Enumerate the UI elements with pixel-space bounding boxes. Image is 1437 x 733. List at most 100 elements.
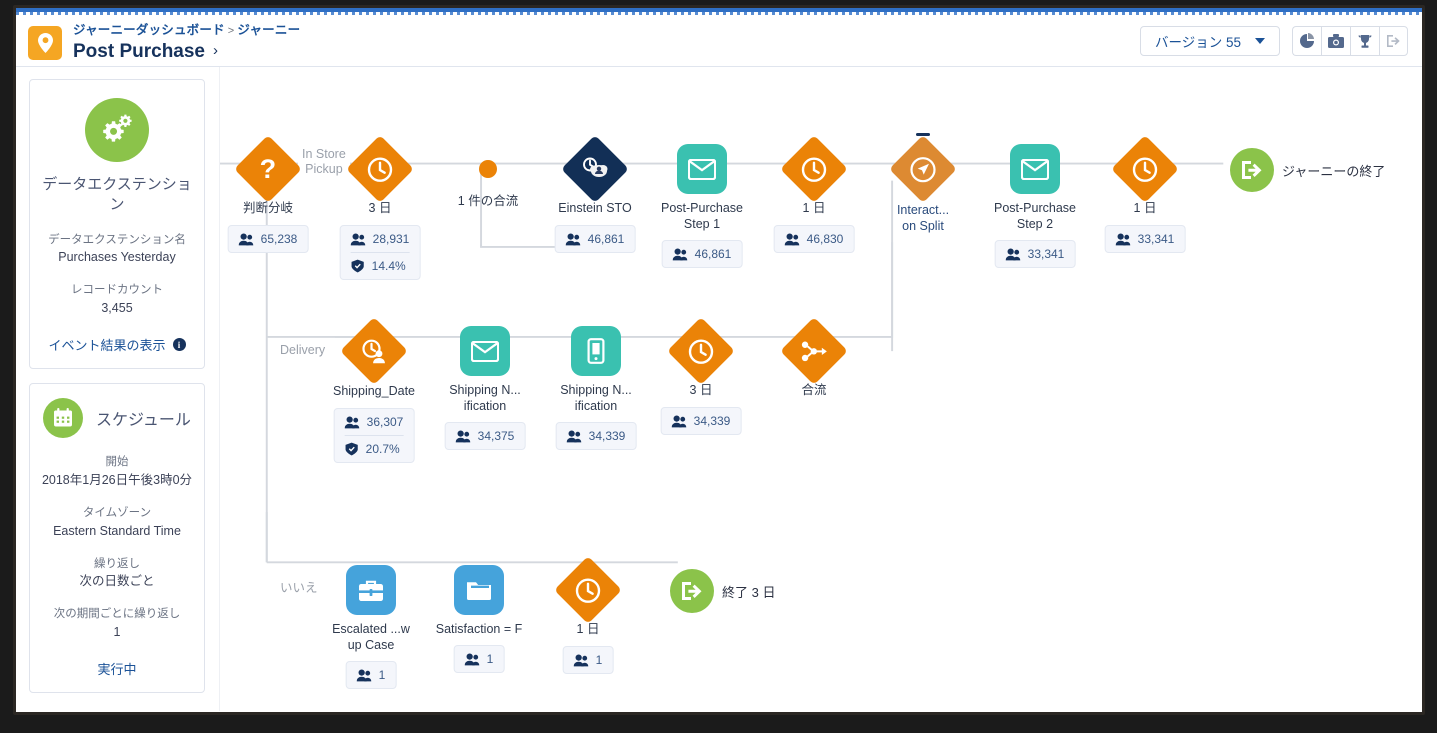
stat-rate-row: 14.4% bbox=[350, 252, 410, 273]
contacts-icon bbox=[350, 233, 366, 245]
stat-contacts-row: 1 bbox=[356, 668, 385, 682]
breadcrumb-separator: > bbox=[227, 25, 235, 37]
entry-source-title: データエクステンション bbox=[42, 176, 192, 214]
stat-contacts-value: 33,341 bbox=[1137, 232, 1175, 246]
stat-rate-value: 20.7% bbox=[365, 442, 400, 456]
node-wait-1d-a[interactable]: 1 日 46,830 bbox=[773, 135, 855, 253]
stat-contacts-value: 34,339 bbox=[693, 414, 731, 428]
journey-canvas[interactable]: In Store Pickup Delivery いいえ ? 判断分岐 65,2… bbox=[219, 67, 1422, 711]
header-icon-group bbox=[1292, 26, 1408, 56]
entry-source-card[interactable]: データエクステンション データエクステンション名 Purchases Yeste… bbox=[29, 79, 205, 370]
node-label-einstein-sto: Einstein STO bbox=[558, 201, 632, 215]
stat-rate-row: 20.7% bbox=[344, 435, 404, 456]
header-left: ジャーニーダッシュボード>ジャーニー Post Purchase › bbox=[28, 23, 300, 64]
stat-box-post-purchase-step-2[interactable]: 33,341 bbox=[994, 240, 1076, 268]
node-label-shipping-notification-sms: Shipping N... ification bbox=[560, 383, 632, 413]
sms-icon bbox=[571, 326, 621, 376]
trophy-icon[interactable] bbox=[1350, 26, 1379, 56]
goal-shield-icon bbox=[345, 442, 358, 456]
view-event-results-link[interactable]: イベント結果の表示 i bbox=[40, 335, 194, 354]
stat-box-wait-3d-top[interactable]: 28,931 14.4% bbox=[339, 225, 421, 280]
stat-box-wait-1d-b[interactable]: 33,341 bbox=[1104, 225, 1186, 253]
stat-box-wait-1d-c[interactable]: 1 bbox=[562, 646, 614, 674]
node-post-purchase-step-2[interactable]: Post-Purchase Step 2 33,341 bbox=[994, 144, 1076, 268]
case-icon bbox=[346, 565, 396, 615]
schedule-card[interactable]: スケジュール 開始 2018年1月26日午後3時0分 タイムゾーン Easter… bbox=[29, 383, 205, 694]
schedule-start-field: 開始 2018年1月26日午後3時0分 bbox=[40, 454, 194, 489]
pie-chart-icon[interactable] bbox=[1292, 26, 1321, 56]
stat-contacts-value: 46,861 bbox=[587, 232, 625, 246]
contacts-icon bbox=[356, 669, 372, 681]
node-merge-dot[interactable]: 1 件の合流 bbox=[458, 160, 518, 208]
stat-contacts-row: 34,339 bbox=[671, 414, 731, 428]
camera-icon[interactable] bbox=[1321, 26, 1350, 56]
node-journey-end[interactable]: ジャーニーの終了 bbox=[1230, 148, 1385, 192]
stat-box-satisfaction-update[interactable]: 1 bbox=[453, 645, 505, 673]
schedule-repeat-value: 次の日数ごと bbox=[79, 574, 155, 589]
contacts-icon bbox=[573, 654, 589, 666]
schedule-interval-label: 次の期間ごとに繰り返し bbox=[53, 608, 181, 621]
stat-contacts-row: 65,238 bbox=[238, 232, 297, 246]
node-decision-split[interactable]: ? 判断分岐 65,238 bbox=[227, 135, 309, 253]
schedule-interval-field: 次の期間ごとに繰り返し 1 bbox=[40, 606, 194, 641]
node-wait-3d-top[interactable]: 3 日 28,931 14.4% bbox=[339, 135, 421, 280]
contacts-icon bbox=[565, 233, 581, 245]
node-wait-1d-b[interactable]: 1 日 33,341 bbox=[1104, 135, 1186, 253]
stat-box-post-purchase-step-1[interactable]: 46,861 bbox=[661, 240, 743, 268]
node-label-wait-1d-a: 1 日 bbox=[802, 201, 826, 215]
schedule-status[interactable]: 実行中 bbox=[40, 659, 194, 678]
app-body: データエクステンション データエクステンション名 Purchases Yeste… bbox=[16, 67, 1422, 711]
node-label-journey-end: ジャーニーの終了 bbox=[1282, 164, 1386, 179]
join-diamond-icon bbox=[780, 317, 848, 385]
stat-box-shipping-notification-sms[interactable]: 34,339 bbox=[555, 422, 637, 450]
node-satisfaction-update[interactable]: Satisfaction = F 1 bbox=[436, 565, 522, 673]
stat-contacts-row: 36,307 bbox=[344, 415, 403, 429]
engagement-split-icon bbox=[889, 135, 957, 203]
info-icon[interactable]: i bbox=[172, 338, 186, 352]
stat-contacts-value: 1 bbox=[486, 652, 494, 666]
stat-box-wait-1d-a[interactable]: 46,830 bbox=[773, 225, 855, 253]
node-shipping-notification-email[interactable]: Shipping N... ification 34,375 bbox=[444, 326, 526, 450]
node-label-wait-1d-b: 1 日 bbox=[1133, 201, 1157, 215]
question-diamond-icon: ? bbox=[234, 135, 302, 203]
stat-box-wait-3d-mid[interactable]: 34,339 bbox=[660, 407, 742, 435]
stat-box-einstein-sto[interactable]: 46,861 bbox=[554, 225, 636, 253]
node-interaction-split[interactable]: Interact... on Split bbox=[889, 133, 957, 233]
schedule-repeat-field: 繰り返し 次の日数ごと bbox=[40, 556, 194, 591]
schedule-repeat-label: 繰り返し bbox=[94, 557, 140, 570]
journey-pin-icon bbox=[28, 26, 62, 60]
chevron-down-icon bbox=[1255, 38, 1265, 44]
clock-diamond-icon bbox=[346, 135, 414, 203]
node-label-end-3d: 終了 3 日 bbox=[722, 585, 776, 600]
node-escalated-case[interactable]: Escalated ...w up Case 1 bbox=[332, 565, 410, 689]
node-wait-1d-c[interactable]: 1 日 1 bbox=[554, 556, 622, 674]
exit-icon[interactable] bbox=[1379, 26, 1408, 56]
contacts-icon bbox=[672, 248, 688, 260]
node-label-shipping-date: Shipping_Date bbox=[332, 384, 415, 398]
node-label-post-purchase-step-2: Post-Purchase Step 2 bbox=[994, 201, 1076, 231]
node-wait-3d-mid[interactable]: 3 日 34,339 bbox=[660, 317, 742, 435]
node-post-purchase-step-1[interactable]: Post-Purchase Step 1 46,861 bbox=[661, 144, 743, 268]
stat-contacts-value: 28,931 bbox=[372, 232, 410, 246]
node-join[interactable]: 合流 bbox=[780, 317, 848, 397]
breadcrumb-child[interactable]: ジャーニー bbox=[237, 23, 301, 37]
node-end-3d[interactable]: 終了 3 日 bbox=[670, 569, 775, 613]
breadcrumb-parent[interactable]: ジャーニーダッシュボード bbox=[73, 23, 225, 37]
node-shipping-date[interactable]: Shipping_Date 36,307 20.7% bbox=[333, 317, 415, 463]
calendar-icon bbox=[43, 398, 84, 439]
stat-box-shipping-notification-email[interactable]: 34,375 bbox=[444, 422, 526, 450]
stat-box-shipping-date[interactable]: 36,307 20.7% bbox=[333, 408, 415, 463]
version-dropdown[interactable]: バージョン 55 bbox=[1140, 26, 1280, 56]
stat-box-escalated-case[interactable]: 1 bbox=[345, 661, 397, 689]
contacts-icon bbox=[784, 233, 800, 245]
entry-source-name-label: データエクステンション名 bbox=[48, 233, 186, 246]
title-chevron-icon[interactable]: › bbox=[213, 42, 218, 60]
header-right: バージョン 55 bbox=[1140, 26, 1408, 56]
node-shipping-notification-sms[interactable]: Shipping N... ification 34,339 bbox=[555, 326, 637, 450]
stat-box-decision-split[interactable]: 65,238 bbox=[227, 225, 309, 253]
node-label-wait-1d-c: 1 日 bbox=[576, 622, 600, 636]
schedule-timezone-value: Eastern Standard Time bbox=[53, 523, 181, 538]
node-einstein-sto[interactable]: Einstein STO 46,861 bbox=[554, 135, 636, 253]
contacts-icon bbox=[455, 430, 471, 442]
